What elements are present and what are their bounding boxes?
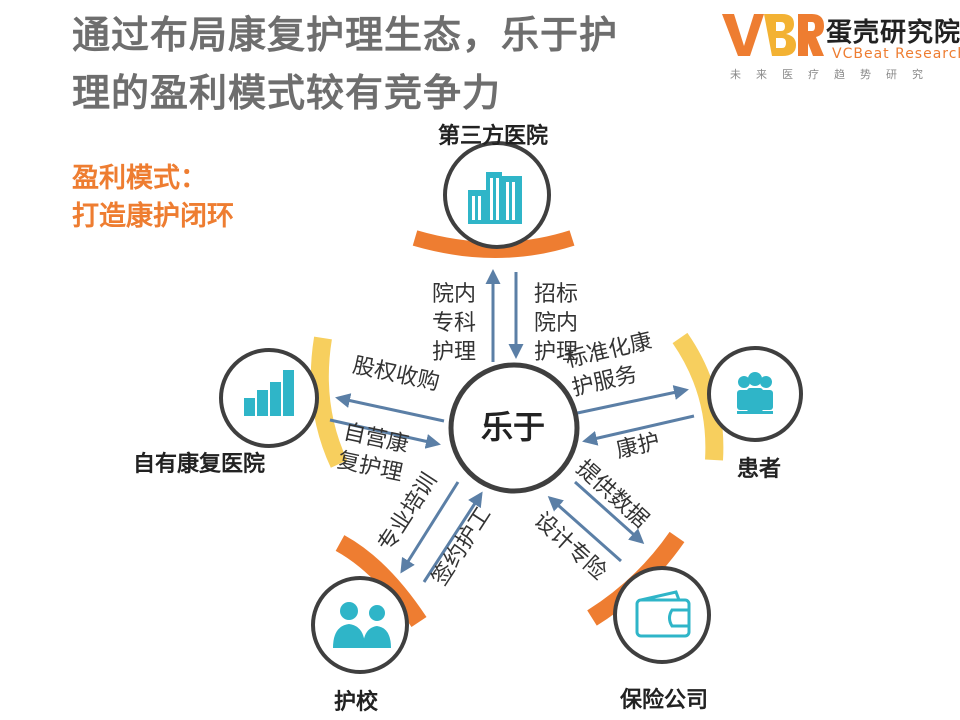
edge-text: 护理	[432, 340, 477, 365]
arrow-patient-out	[567, 385, 689, 417]
wallet-icon	[635, 590, 691, 638]
hospital-node	[443, 141, 551, 249]
hospital-label: 第三方医院	[438, 124, 549, 149]
people-group-icon	[737, 372, 773, 414]
vbr-logo-mark	[722, 14, 824, 56]
edge-text: 专科	[432, 311, 477, 336]
arrow-school-out	[400, 481, 460, 574]
school-label: 护校	[334, 690, 379, 715]
rehab-arc	[310, 336, 348, 468]
patient-node	[707, 346, 803, 442]
logo-tagline: 未来医疗趋势研究	[730, 68, 938, 81]
arrow-patient-in	[582, 414, 695, 446]
subtitle-line2: 打造康护闭环	[72, 201, 234, 232]
slide-title: 通过布局康复护理生态，乐于护 理的盈利模式较有竞争力	[72, 6, 712, 122]
bar-chart-icon	[244, 370, 294, 416]
school-arc	[335, 535, 427, 627]
edge-hospital-in: 招标 院内 护理	[534, 280, 578, 367]
slide-title-line2: 理的盈利模式较有竞争力	[72, 71, 502, 115]
edge-text: 招标	[534, 282, 579, 307]
patient-label: 患者	[737, 457, 782, 482]
logo-en-name: VCBeat Research	[832, 46, 960, 62]
edge-text: 护理	[534, 340, 579, 365]
center-circle	[448, 362, 580, 494]
hospital-arc	[412, 230, 575, 258]
rehab-label: 自有康复医院	[133, 452, 266, 477]
edge-hospital-out: 院内 专科 护理	[432, 280, 476, 367]
edge-text: 院内	[432, 282, 477, 307]
arrow-rehab-in	[329, 418, 441, 449]
vcbeat-logo: 蛋壳研究院 VCBeat Research 未来医疗趋势研究	[720, 8, 960, 81]
school-node	[311, 576, 409, 674]
slide-title-line1: 通过布局康复护理生态，乐于护	[72, 13, 619, 57]
arrow-insurance-in	[547, 496, 622, 563]
arrow-rehab-out	[335, 393, 445, 423]
rehab-node	[219, 348, 319, 448]
insurance-label: 保险公司	[620, 688, 709, 713]
arrow-school-in	[422, 491, 483, 583]
arrow-insurance-out	[573, 480, 645, 545]
nurses-icon	[333, 602, 391, 648]
insurance-node	[613, 566, 711, 664]
subtitle-line1: 盈利模式：	[72, 163, 207, 194]
flow-arrows	[329, 269, 695, 583]
edge-text: 院内	[534, 311, 579, 336]
logo-cn-name: 蛋壳研究院	[826, 18, 960, 48]
center-label: 乐于	[480, 408, 545, 446]
buildings-icon	[468, 172, 522, 224]
model-subtitle: 盈利模式： 打造康护闭环	[72, 160, 234, 236]
